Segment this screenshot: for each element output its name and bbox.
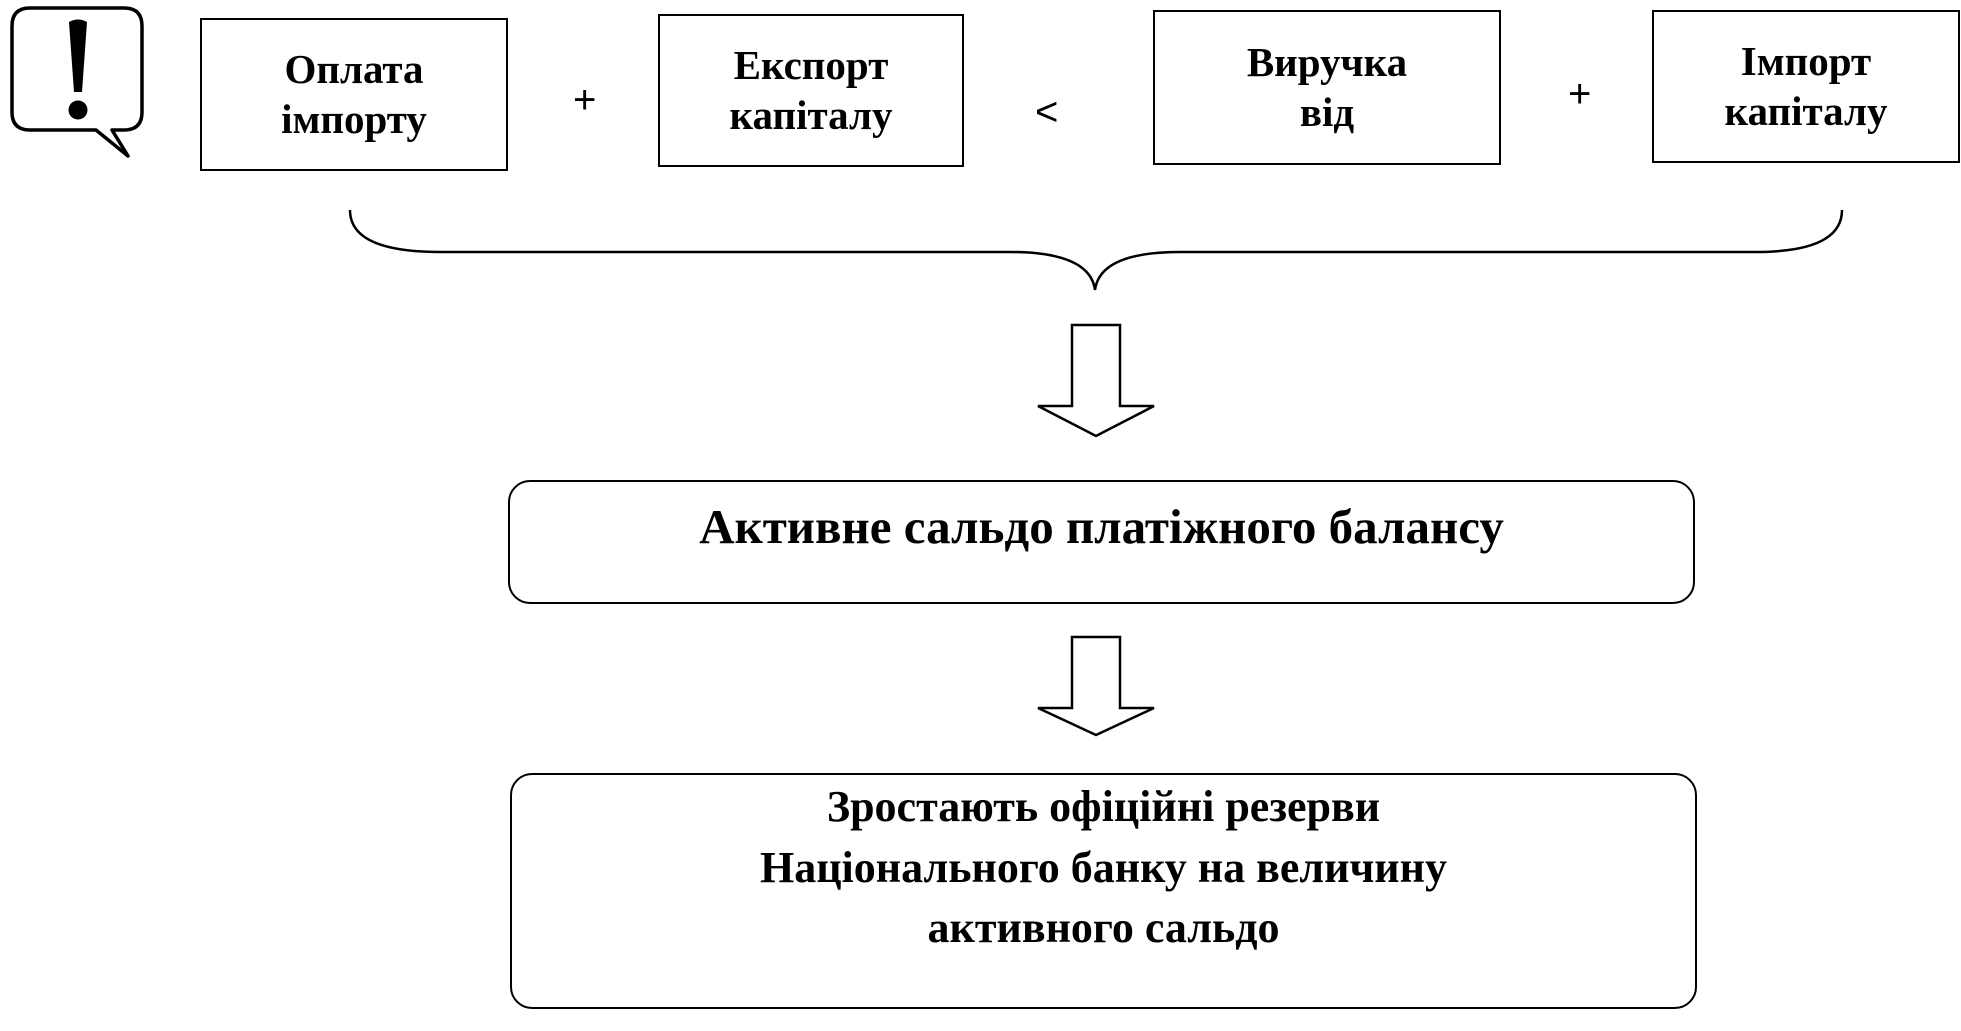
- operator-plus-2: +: [1568, 72, 1592, 116]
- term-line: імпорту: [281, 95, 427, 142]
- term-line: Експорт: [733, 42, 889, 89]
- term-line: від: [1299, 88, 1355, 135]
- term-line: Оплата: [284, 46, 424, 93]
- consequence-line: активного сальдо: [927, 903, 1280, 953]
- term-line: капіталу: [1724, 87, 1888, 134]
- term-box-capital-export: Експорт капіталу: [658, 14, 964, 167]
- result-box-active-balance: Активне сальдо платіжного балансу: [508, 480, 1695, 604]
- down-arrow-1: [1037, 323, 1155, 438]
- consequence-box-reserves: Зростають офіційні резерви Національного…: [510, 773, 1697, 1009]
- consequence-line: Національного банку на величину: [759, 842, 1447, 892]
- operator-less-than: <: [1035, 90, 1059, 134]
- down-arrow-2: [1037, 635, 1155, 737]
- curly-brace: [348, 209, 1844, 291]
- term-line: капіталу: [729, 91, 893, 138]
- term-line: Імпорт: [1740, 38, 1872, 85]
- exclamation-speech-bubble-icon: [10, 6, 144, 158]
- term-box-import-payment: Оплата імпорту: [200, 18, 508, 171]
- term-line: Виручка: [1246, 39, 1408, 86]
- term-box-capital-import: Імпорт капіталу: [1652, 10, 1960, 163]
- result-label: Активне сальдо платіжного балансу: [699, 499, 1504, 554]
- consequence-line: Зростають офіційні резерви: [826, 782, 1381, 831]
- operator-plus-1: +: [573, 78, 597, 122]
- term-box-export-revenue: Виручка від: [1153, 10, 1501, 165]
